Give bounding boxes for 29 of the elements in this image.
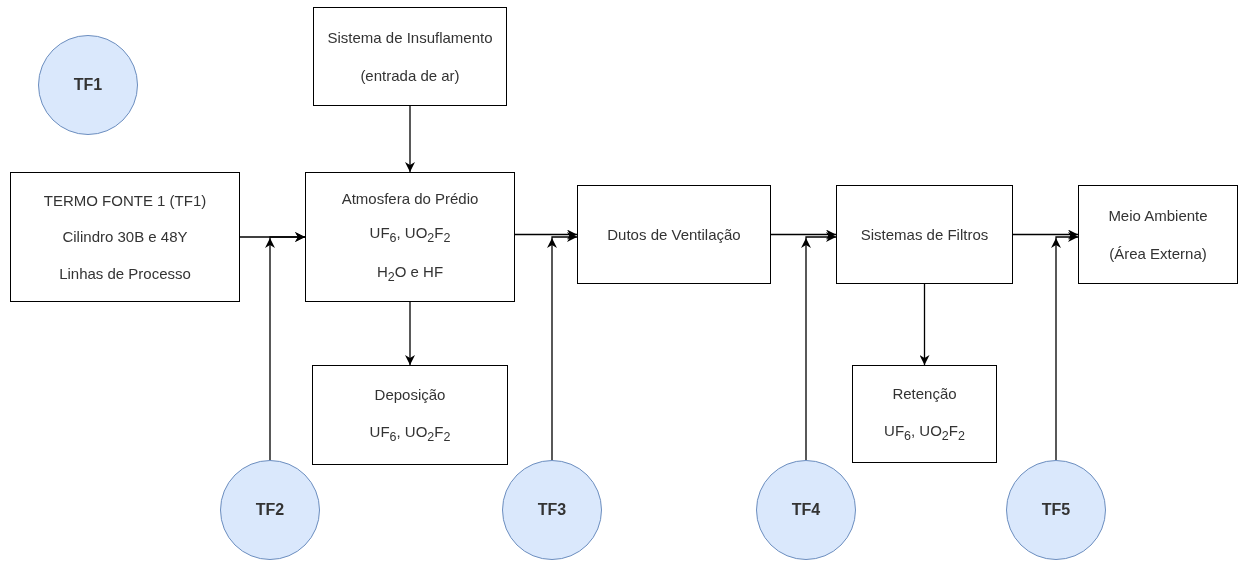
node-label: TF1 bbox=[72, 75, 104, 95]
node-label: TF3 bbox=[536, 500, 568, 520]
process-box bbox=[305, 172, 515, 302]
node-label: UF$_{6}$, UO$_{2}$F$_{2}$ bbox=[368, 422, 452, 445]
process-box bbox=[313, 7, 507, 106]
node-label: Dutos de Ventilação bbox=[606, 225, 742, 244]
node-label: Deposição bbox=[373, 385, 447, 404]
process-box bbox=[312, 365, 508, 465]
node-label: TF5 bbox=[1040, 500, 1072, 520]
node-label: H$_{2}$O e HF bbox=[375, 262, 445, 284]
process-box bbox=[852, 365, 997, 463]
process-box bbox=[836, 185, 1013, 284]
node-label: Linhas de Processo bbox=[58, 264, 192, 282]
node-label: TF4 bbox=[790, 500, 822, 520]
process-box bbox=[1078, 185, 1238, 284]
node-label: Atmosfera do Prédio bbox=[340, 190, 480, 208]
node-label: Cilindro 30B e 48Y bbox=[61, 228, 189, 246]
node-label: (entrada de ar) bbox=[359, 66, 461, 85]
node-label: TERMO FONTE 1 (TF1) bbox=[42, 192, 208, 210]
node-label: Sistema de Insuflamento bbox=[326, 28, 494, 47]
node-label: Retenção bbox=[891, 385, 958, 403]
node-label: (Área Externa) bbox=[1108, 244, 1208, 263]
node-label: Meio Ambiente bbox=[1107, 206, 1209, 225]
process-box bbox=[10, 172, 240, 302]
process-box bbox=[577, 185, 771, 284]
node-label: UF$_{6}$, UO$_{2}$F$_{2}$ bbox=[368, 224, 452, 246]
node-label: UF$_{6}$, UO$_{2}$F$_{2}$ bbox=[883, 421, 966, 443]
node-label: TF2 bbox=[254, 500, 286, 520]
node-label: Sistemas de Filtros bbox=[859, 225, 990, 244]
